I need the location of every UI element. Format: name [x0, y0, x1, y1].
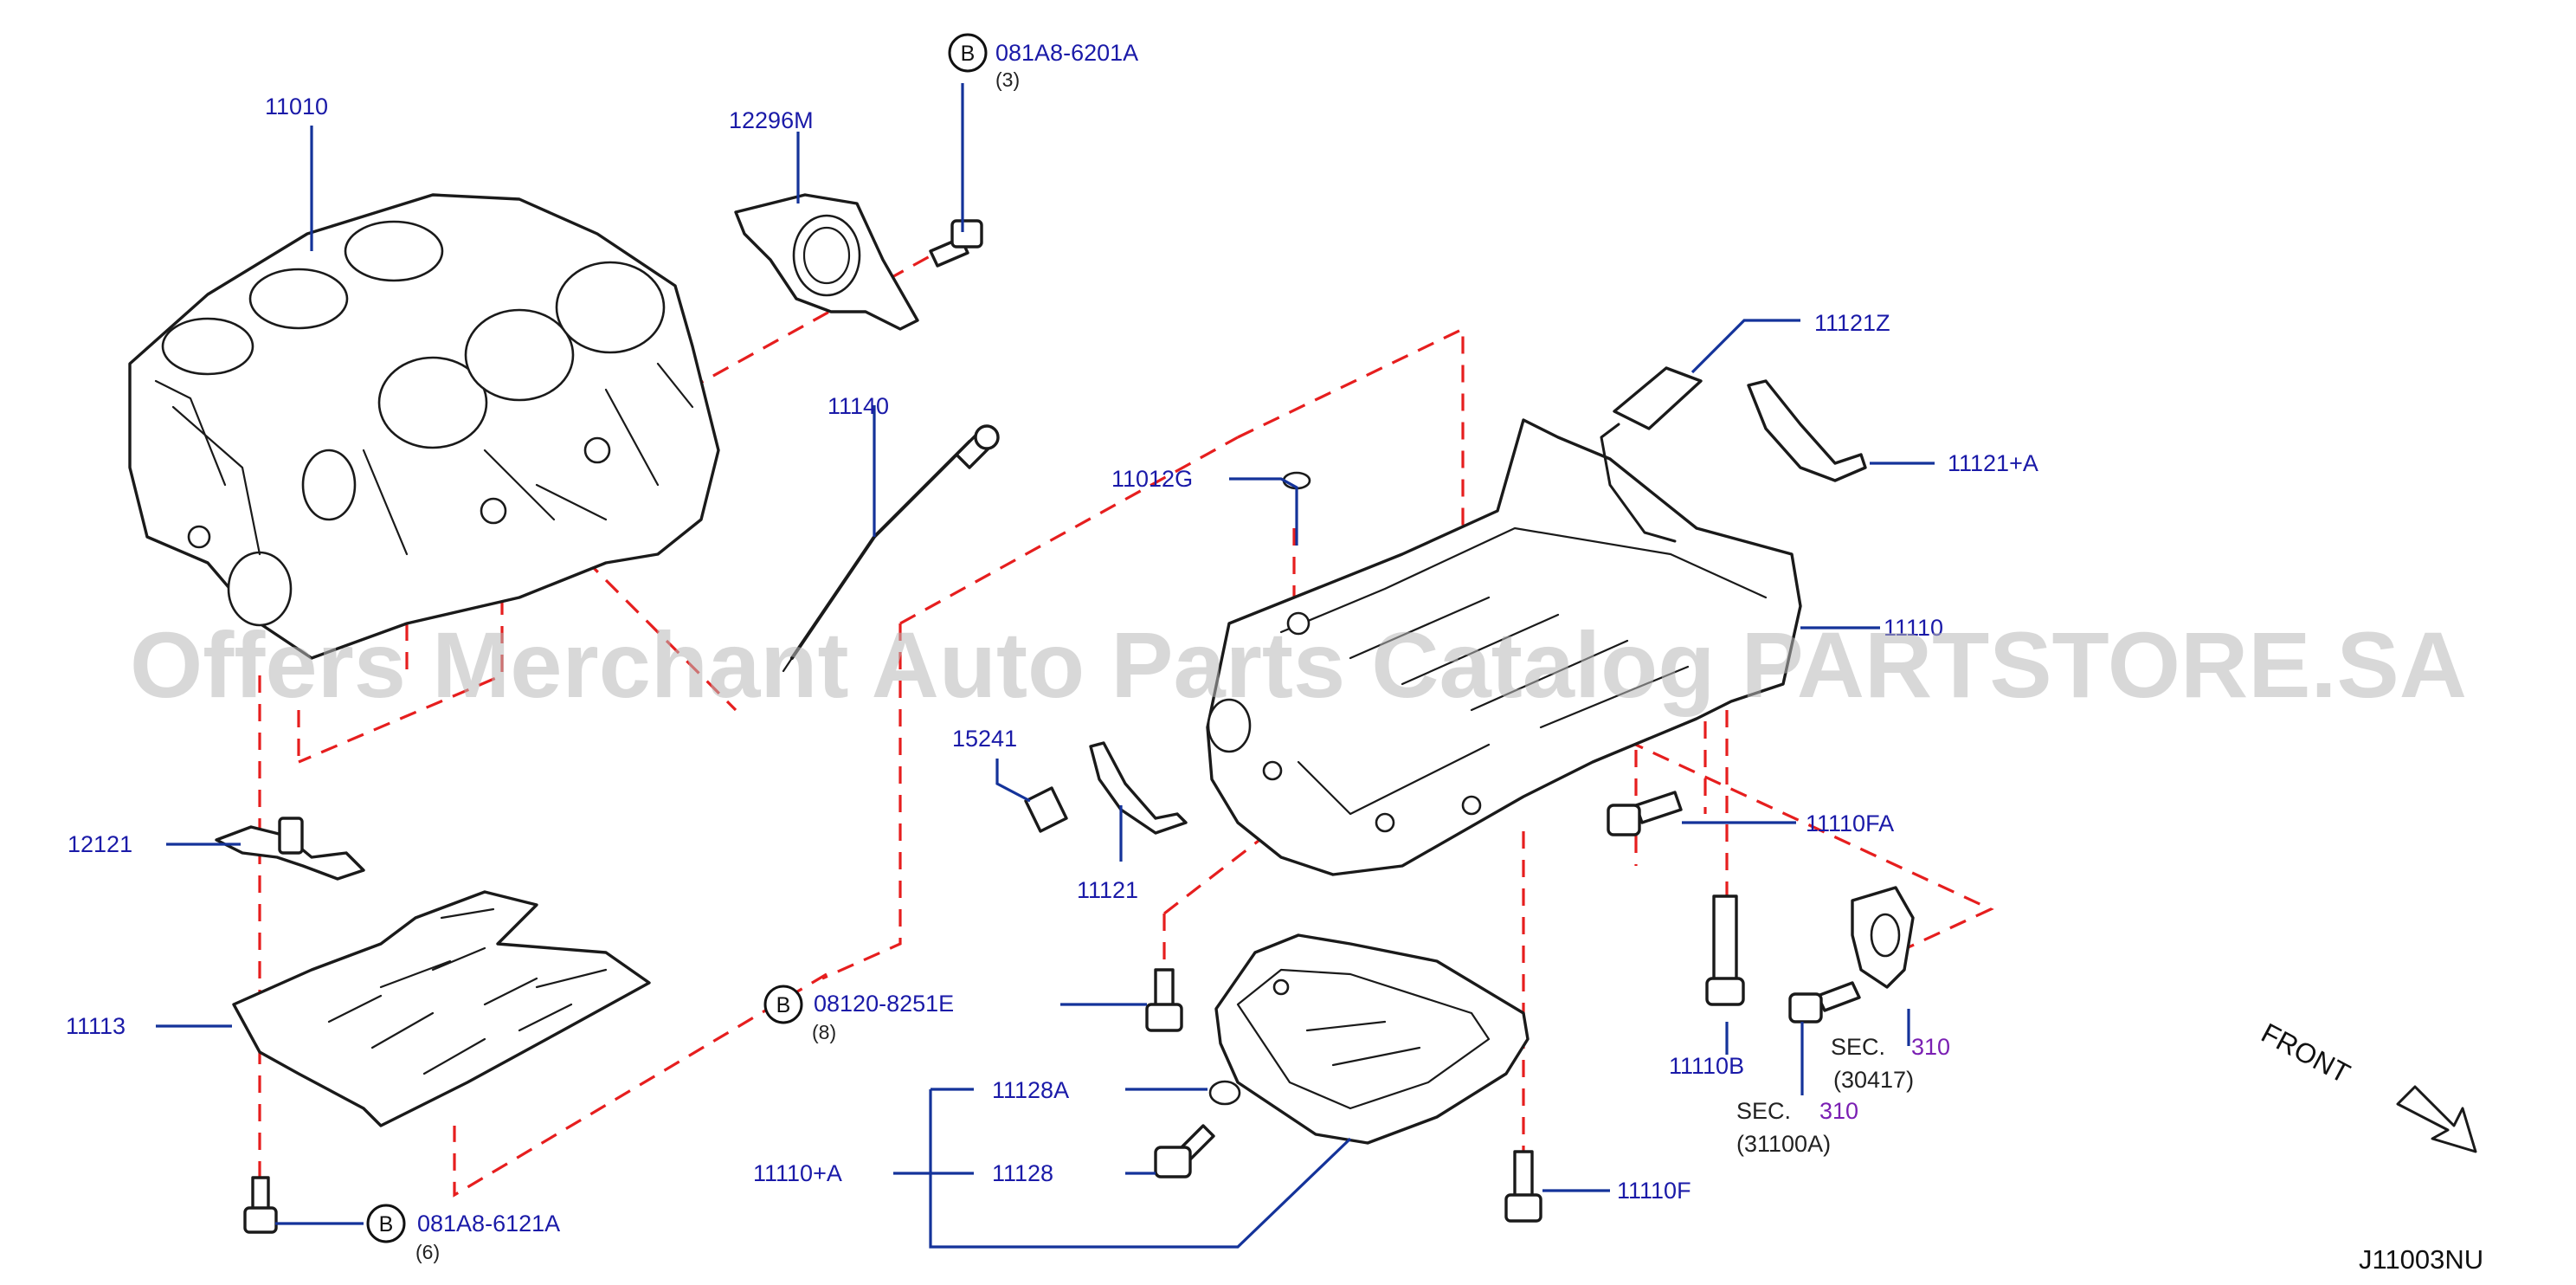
sec-ref: (30417): [1833, 1067, 1914, 1093]
part-labels: 11010 12296M 11140 11121Z 11121+A 11012G…: [66, 94, 2038, 1204]
section-ref-1[interactable]: SEC. 310 (30417): [1831, 1034, 1950, 1093]
sec-ref: (31100A): [1736, 1131, 1831, 1157]
label-11128[interactable]: 11128: [992, 1160, 1053, 1186]
watermark: Offers Merchant Auto Parts Catalog PARTS…: [130, 612, 2467, 717]
bolt-qty: (8): [812, 1021, 836, 1043]
seal-half-a[interactable]: [1747, 379, 1867, 482]
sec-number: 310: [1911, 1034, 1950, 1060]
drain-plug[interactable]: [1154, 1124, 1215, 1178]
bolt-11110b[interactable]: [1705, 894, 1745, 1006]
bolt-11110f[interactable]: [1504, 1150, 1542, 1223]
label-11110f[interactable]: 11110F: [1617, 1178, 1691, 1204]
label-11121[interactable]: 11121: [1077, 877, 1138, 903]
bolt-marker: B: [776, 993, 791, 1017]
bolt-code: 08120-8251E: [814, 991, 954, 1017]
bolt-callout-2[interactable]: B 08120-8251E (8): [763, 985, 954, 1043]
bolt-callout-3[interactable]: B 081A8-6121A (6): [366, 1204, 560, 1263]
label-11110b[interactable]: 11110B: [1669, 1053, 1744, 1079]
label-11121a[interactable]: 11121+A: [1948, 450, 2038, 476]
label-11110fa[interactable]: 11110FA: [1806, 810, 1894, 836]
front-arrow-icon: [2396, 1085, 2477, 1153]
label-15241[interactable]: 15241: [952, 726, 1017, 752]
bolt-qty: (6): [415, 1241, 440, 1263]
sec-prefix: SEC.: [1831, 1034, 1885, 1060]
section-ref-2[interactable]: SEC. 310 (31100A): [1736, 1098, 1858, 1157]
oil-pan-baffle[interactable]: [1600, 366, 1703, 543]
sec-number: 310: [1819, 1098, 1858, 1124]
bracket-bolt[interactable]: [1788, 981, 1861, 1023]
label-11010[interactable]: 11010: [265, 94, 328, 119]
dowel-pin[interactable]: [1024, 786, 1068, 833]
assembly-lines: [258, 249, 1994, 1198]
cylinder-block[interactable]: [128, 193, 720, 660]
label-11113[interactable]: 11113: [66, 1013, 126, 1039]
seal-half[interactable]: [1089, 741, 1188, 835]
under-cover-bolt[interactable]: [243, 1176, 278, 1234]
label-11121z[interactable]: 11121Z: [1814, 310, 1890, 336]
front-indicator: FRONT: [2257, 1017, 2477, 1153]
rear-oil-seal-retainer[interactable]: [734, 193, 919, 331]
bolt-code: 081A8-6121A: [417, 1211, 560, 1237]
label-12296m[interactable]: 12296M: [729, 107, 814, 133]
transmission-bracket[interactable]: [1851, 886, 1915, 989]
diagram-code: J11003NU: [2359, 1244, 2483, 1275]
drain-washer[interactable]: [1208, 1080, 1241, 1106]
bolt-marker: B: [379, 1212, 394, 1237]
label-11012g[interactable]: 11012G: [1111, 466, 1193, 492]
bolt-marker: B: [961, 42, 976, 66]
label-11110[interactable]: 11110: [1884, 615, 1943, 641]
label-11110a[interactable]: 11110+A: [753, 1160, 842, 1186]
retainer-bolt[interactable]: [929, 219, 983, 268]
bolt-code: 081A8-6201A: [995, 40, 1138, 66]
label-11140[interactable]: 11140: [828, 393, 889, 419]
leader-lines: [156, 83, 1935, 1249]
under-cover[interactable]: [232, 890, 651, 1127]
lower-oil-pan[interactable]: [1214, 933, 1530, 1145]
front-label: FRONT: [2257, 1017, 2355, 1089]
bolt-11110fa[interactable]: [1607, 791, 1683, 836]
pan-bolt[interactable]: [1145, 968, 1183, 1032]
sec-prefix: SEC.: [1736, 1098, 1791, 1124]
bolt-callout-1[interactable]: B 081A8-6201A (3): [948, 33, 1138, 91]
bolt-qty: (3): [995, 68, 1020, 91]
bracket-12121[interactable]: [215, 817, 365, 881]
label-11128a[interactable]: 11128A: [992, 1077, 1069, 1103]
label-12121[interactable]: 12121: [68, 831, 132, 857]
